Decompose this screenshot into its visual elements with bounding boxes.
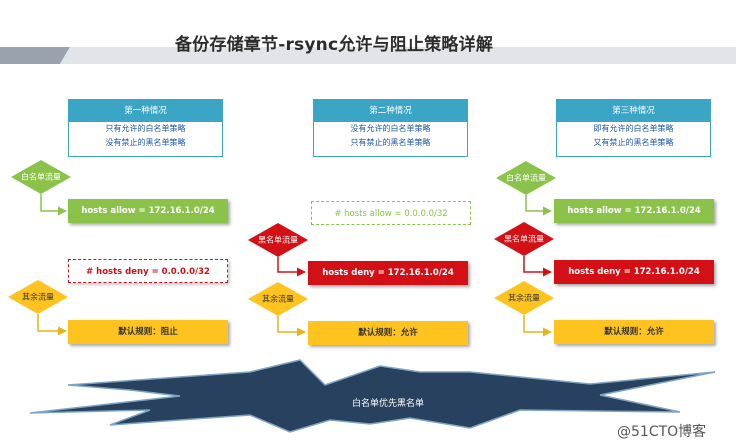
title-bar <box>0 47 736 64</box>
whitelist-label-1: 白名单流量 <box>21 172 61 182</box>
blacklist-label-3: 黑名单流量 <box>504 234 544 244</box>
whitelist-diamond-3 <box>496 161 556 195</box>
arrow-whitelist-3 <box>525 195 552 216</box>
blacklist-diamond-2 <box>248 223 308 257</box>
blacklist-label-2: 黑名单流量 <box>258 235 298 245</box>
case-line-3b: 又有禁止的黑名单策略 <box>593 138 674 147</box>
rule-default-allow-3: 默认规则：允许 <box>554 320 714 344</box>
rule-allow-3: hosts allow = 172.16.1.0/24 <box>554 199 714 223</box>
case-box-2: 第二种情况 没有允许的白名单策略 只有禁止的黑名单策略 <box>313 99 468 157</box>
arrow-other-1 <box>37 314 67 336</box>
title-bar-band <box>60 47 736 64</box>
other-diamond-1 <box>8 280 68 314</box>
case-line-2a: 没有允许的白名单策略 <box>350 124 431 133</box>
other-label-3: 其余流量 <box>508 293 540 303</box>
case-line-3a: 即有允许的白名单策略 <box>593 124 674 133</box>
case-box-3: 第三种情况 即有允许的白名单策略 又有禁止的黑名单策略 <box>556 99 711 157</box>
title-bar-left-accent <box>0 47 70 64</box>
blacklist-diamond-3 <box>494 222 554 256</box>
watermark: @51CTO博客 <box>617 424 707 440</box>
rule-deny-3: hosts deny = 172.16.1.0/24 <box>554 260 714 284</box>
page-title: 备份存储章节-rsync允许与阻止策略详解 <box>175 35 494 55</box>
whitelist-diamond-1 <box>11 160 71 194</box>
rule-allow-commented-2: # hosts allow = 0.0.0.0/32 <box>311 201 471 225</box>
arrow-other-3 <box>523 315 552 337</box>
whitelist-label-3: 白名单流量 <box>506 173 546 183</box>
arrow-blacklist-2 <box>277 257 306 277</box>
arrow-other-2 <box>277 316 306 337</box>
other-label-2: 其余流量 <box>262 294 294 304</box>
rule-default-block-1: 默认规则：阻止 <box>68 320 228 344</box>
case-line-2b: 只有禁止的黑名单策略 <box>350 138 431 147</box>
rule-allow-1: hosts allow = 172.16.1.0/24 <box>68 199 228 223</box>
priority-star <box>29 359 716 433</box>
case-box-1: 第一种情况 只有允许的白名单策略 没有禁止的黑名单策略 <box>68 99 223 157</box>
other-diamond-2 <box>248 282 308 316</box>
other-diamond-3 <box>494 281 554 315</box>
rule-deny-commented-1: # hosts deny = 0.0.0.0/32 <box>68 259 228 283</box>
case-line-1a: 只有允许的白名单策略 <box>105 124 186 133</box>
case-line-1b: 没有禁止的黑名单策略 <box>105 138 186 147</box>
arrow-whitelist-1 <box>40 194 67 216</box>
case-heading-3: 第三种情况 <box>557 100 710 122</box>
priority-star-label: 白名单优先黑名单 <box>351 399 424 409</box>
rule-deny-2: hosts deny = 172.16.1.0/24 <box>308 261 468 285</box>
arrow-blacklist-3 <box>523 256 552 277</box>
case-heading-1: 第一种情况 <box>69 100 222 122</box>
rule-default-allow-2: 默认规则：允许 <box>308 321 468 345</box>
case-heading-2: 第二种情况 <box>314 100 467 122</box>
other-label-1: 其余流量 <box>22 292 54 302</box>
